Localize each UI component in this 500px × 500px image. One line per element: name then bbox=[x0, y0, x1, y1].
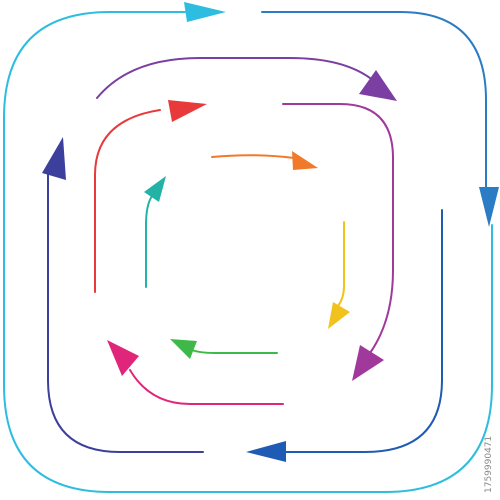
arrow-teal-shaft bbox=[145, 195, 153, 288]
arrow-cyan-outer bbox=[3, 2, 493, 493]
arrow-orange bbox=[211, 151, 318, 170]
arrow-orange-shaft bbox=[211, 154, 295, 159]
arrow-magenta-shaft bbox=[282, 103, 394, 354]
arrow-teal-head bbox=[144, 176, 166, 202]
arrow-yellow-shaft bbox=[337, 221, 345, 307]
arrow-teal bbox=[144, 176, 166, 288]
arrow-blue-outer-head bbox=[479, 187, 499, 227]
arrow-purple-shaft bbox=[96, 57, 371, 99]
arrow-darkblue-head bbox=[246, 441, 286, 462]
arrow-magenta-head bbox=[352, 345, 384, 381]
arrow-purple-head bbox=[359, 70, 397, 101]
arrow-darkblue bbox=[246, 209, 443, 462]
arrow-indigo-shaft bbox=[47, 171, 204, 453]
arrow-cyan-outer-head bbox=[184, 2, 226, 22]
arrow-pink bbox=[107, 340, 284, 405]
arrow-green bbox=[170, 339, 278, 359]
arrow-cyan-outer-shaft bbox=[3, 11, 493, 493]
arrow-blue-outer bbox=[261, 11, 499, 227]
arrow-red-shaft bbox=[94, 109, 161, 293]
arrow-yellow-head bbox=[328, 302, 350, 329]
arrow-blue-outer-shaft bbox=[261, 11, 487, 191]
arrow-purple bbox=[96, 57, 397, 101]
stock-image-id: 1759990471 bbox=[484, 435, 494, 493]
arrow-red bbox=[94, 100, 207, 293]
arrow-pink-head bbox=[107, 340, 139, 376]
arrow-darkblue-shaft bbox=[284, 209, 443, 453]
arrow-red-head bbox=[168, 100, 207, 122]
arrow-magenta bbox=[282, 103, 394, 381]
arrow-green-head bbox=[170, 339, 197, 359]
arrow-indigo bbox=[42, 137, 204, 453]
arrow-pink-shaft bbox=[129, 369, 284, 405]
arrow-indigo-head bbox=[42, 137, 66, 180]
arrow-yellow bbox=[328, 221, 350, 329]
arrow-green-shaft bbox=[191, 349, 278, 354]
arrow-orange-head bbox=[292, 151, 318, 170]
